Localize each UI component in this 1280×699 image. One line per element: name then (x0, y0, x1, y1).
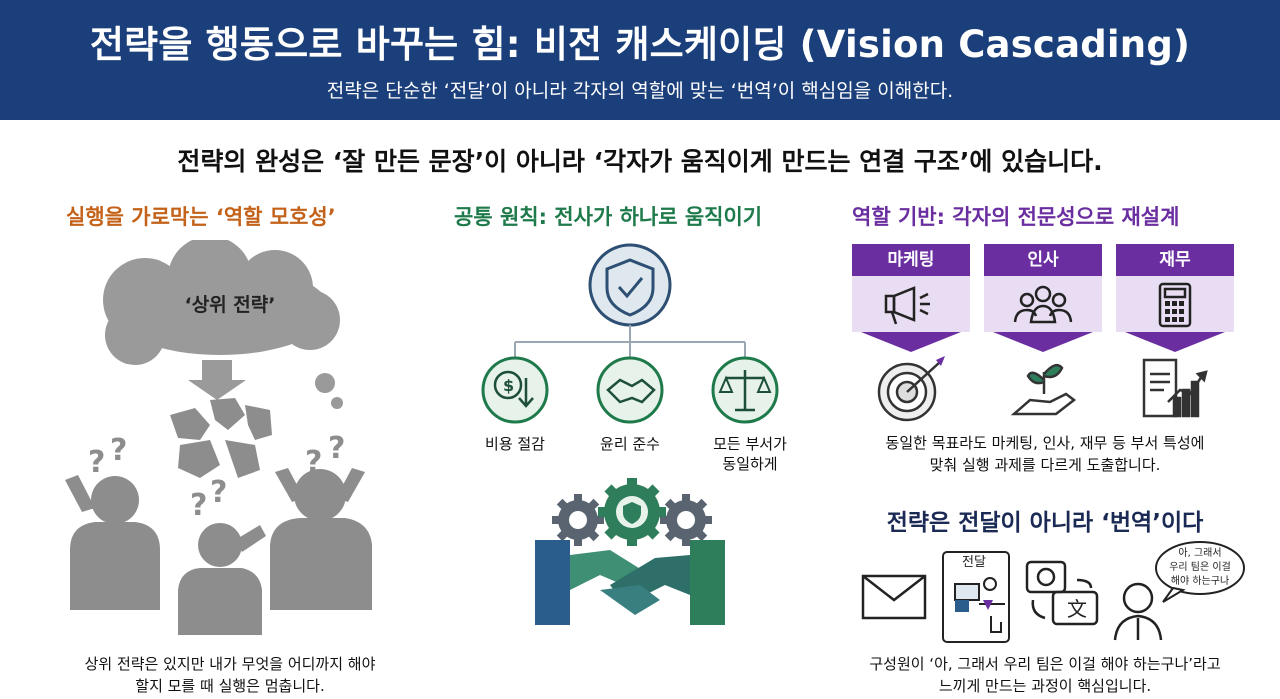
translate-caption: 구성원이 ‘아, 그래서 우리 팀은 이걸 해야 하는구나’라고 느끼게 만드는… (820, 653, 1270, 697)
roles-caption: 동일한 목표라도 마케팅, 인사, 재무 등 부서 특성에 맞춰 실행 과제를 … (840, 432, 1250, 476)
down-arrow-icon (188, 360, 246, 400)
dollar-down-icon: $ (481, 356, 549, 424)
target-icon (877, 356, 945, 422)
role-arrow-marketing (861, 332, 961, 352)
envelope-icon (861, 574, 927, 620)
translate-caption-line2: 느끼게 만드는 과정이 핵심입니다. (938, 677, 1152, 695)
confused-person-right-icon (270, 468, 372, 610)
page-subtitle: 전략은 단순한 ‘전달’이 아니라 각자의 역할에 맞는 ‘번역’이 핵심임을 … (326, 80, 954, 102)
left-caption-line2: 할지 모를 때 실행은 멈춥니다. (135, 677, 325, 695)
speech-bubble-line1: 아, 그래서 (1178, 548, 1222, 559)
middle-section-title: 공통 원칙: 전사가 하나로 움직이기 (454, 205, 763, 229)
speech-bubble-text: 아, 그래서 우리 팀은 이걸 해야 하는구나 (1157, 547, 1243, 589)
page-title: 전략을 행동으로 바꾸는 힘: 비전 캐스케이딩 (Vision Cascadi… (89, 23, 1191, 66)
role-tab-marketing: 마케팅 (852, 244, 970, 276)
role-icons (877, 282, 1208, 422)
role-tab-hr: 인사 (984, 244, 1102, 276)
header-banner: 전략을 행동으로 바꾸는 힘: 비전 캐스케이딩 (Vision Cascadi… (0, 0, 1280, 120)
principle-label-all-depts-line1: 모든 부서가 (713, 435, 787, 453)
cloud-label: ‘상위 전략’ (184, 294, 276, 316)
left-caption-line1: 상위 전략은 있지만 내가 무엇을 어디까지 해야 (84, 655, 376, 673)
deliver-label: 전달 (962, 555, 986, 570)
left-caption: 상위 전략은 있지만 내가 무엇을 어디까지 해야 할지 모를 때 실행은 멈춥… (40, 653, 420, 697)
role-arrow-hr (993, 332, 1093, 352)
confused-person-center-icon (178, 523, 266, 635)
principle-label-all-depts: 모든 부서가 동일하게 (695, 434, 805, 474)
shield-check-icon (588, 243, 672, 327)
translate-title: 전략은 전달이 아니라 ‘번역’이다 (886, 510, 1204, 536)
principle-label-cost: 비용 절감 (485, 435, 545, 453)
people-icon (1013, 285, 1073, 324)
principle-label-ethics: 윤리 준수 (600, 435, 660, 453)
connector-lines (514, 325, 746, 360)
svg-text:?: ? (190, 488, 207, 523)
svg-text:?: ? (328, 431, 345, 466)
cloud-icon (103, 240, 340, 365)
employee-icon (1113, 582, 1163, 641)
speech-bubble-line3: 해야 하는구나 (1170, 576, 1230, 587)
roles-caption-line1: 동일한 목표라도 마케팅, 인사, 재무 등 부서 특성에 (885, 434, 1205, 452)
principle-label-all-depts-line2: 동일하게 (722, 455, 778, 473)
right-section-title: 역할 기반: 각자의 전문성으로 재설계 (852, 205, 1180, 229)
scales-icon (711, 356, 779, 424)
role-tab-finance: 재무 (1116, 244, 1234, 276)
speech-bubble-icon (1155, 541, 1245, 603)
confused-person-left-icon (65, 475, 160, 610)
calculator-icon (1158, 282, 1192, 328)
svg-text:文: 文 (1067, 597, 1087, 621)
svg-text:?: ? (88, 445, 105, 480)
gears-icon (552, 478, 712, 546)
megaphone-icon (884, 286, 930, 325)
roles-caption-line2: 맞춰 실행 과제를 다르게 도출합니다. (929, 456, 1161, 474)
svg-text:?: ? (210, 475, 227, 510)
role-arrow-finance (1125, 332, 1225, 352)
svg-text:?: ? (110, 433, 127, 468)
big-handshake-icon (535, 540, 725, 625)
broken-pieces-icon (170, 398, 272, 478)
handshake-icon (596, 356, 664, 424)
left-section-title: 실행을 가로막는 ‘역할 모호성’ (66, 205, 336, 229)
translation-flow: 文 (861, 541, 1245, 643)
tagline: 전략의 완성은 ‘잘 만든 문장’이 아니라 ‘각자가 움직이게 만드는 연결 … (177, 147, 1103, 176)
report-chart-icon (1142, 358, 1208, 418)
role-box-marketing (852, 276, 970, 332)
plant-hand-icon (1010, 363, 1077, 416)
gear-translate-icon: 文 (1025, 560, 1099, 626)
deliver-panel-icon (942, 551, 1010, 643)
common-principles-diagram: $ (481, 243, 779, 625)
speech-bubble-line2: 우리 팀은 이걸 (1169, 562, 1231, 573)
role-ambiguity-illustration: ?? ?? ?? (65, 240, 372, 635)
translate-caption-line1: 구성원이 ‘아, 그래서 우리 팀은 이걸 해야 하는구나’라고 (869, 655, 1221, 673)
svg-text:$: $ (503, 376, 514, 395)
